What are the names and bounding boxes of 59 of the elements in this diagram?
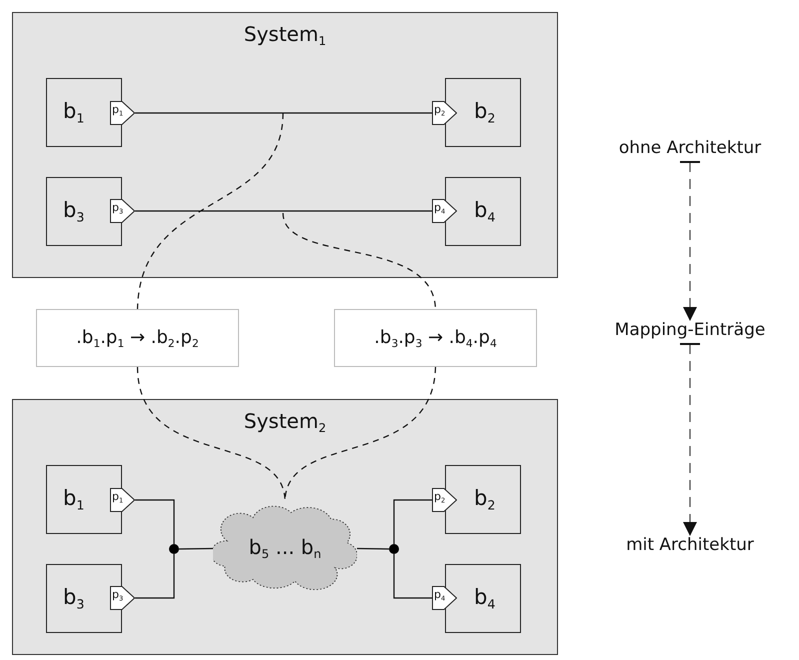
connector-line — [135, 112, 432, 114]
connector-line — [135, 499, 175, 544]
block-box — [46, 177, 122, 246]
cloud-label: b$_{5}$ ... b$_{n}$ — [248, 535, 322, 562]
block-box — [445, 564, 521, 633]
port-label: p$_{2}$ — [434, 490, 446, 504]
port-label: p$_{1}$ — [112, 490, 124, 504]
port-label: p$_{3}$ — [112, 201, 124, 216]
block-label: b$_{3}$ — [63, 198, 84, 224]
connector-line — [356, 548, 390, 550]
dashed-connector — [282, 212, 436, 310]
block-box — [46, 465, 122, 534]
system-title: System$_{1}$ — [242, 22, 328, 48]
junction-dot — [169, 544, 179, 554]
block-box — [445, 177, 521, 246]
block-label: b$_{1}$ — [63, 486, 84, 512]
connector-line — [179, 548, 213, 550]
block-label: b$_{2}$ — [474, 486, 496, 512]
stage-label: Mapping-Einträge — [600, 320, 780, 344]
connector-line — [135, 210, 432, 212]
junction-dot — [389, 544, 399, 554]
port-label: p$_{1}$ — [112, 103, 124, 118]
mapping-entry-box — [334, 309, 537, 367]
port-pentagon — [110, 586, 135, 610]
connector-line — [135, 554, 175, 599]
port-pentagon — [110, 199, 135, 223]
port-label: p$_{3}$ — [112, 588, 124, 602]
block-box — [445, 78, 521, 147]
connector-line — [393, 499, 432, 544]
port-label: p$_{2}$ — [434, 103, 446, 118]
block-label: b$_{4}$ — [474, 198, 496, 224]
block-label: b$_{3}$ — [63, 585, 84, 612]
connector-line — [393, 554, 432, 599]
block-label: b$_{4}$ — [474, 585, 496, 612]
port-pentagon — [432, 199, 457, 223]
port-pentagon — [432, 586, 457, 610]
system-container — [12, 12, 558, 278]
stage-label: mit Architektur — [610, 535, 770, 559]
block-label: b$_{1}$ — [63, 99, 84, 126]
system-container — [12, 399, 558, 655]
system-title: System$_{2}$ — [242, 409, 328, 436]
mapping-entry-box — [36, 309, 239, 367]
mapping-entry-text: .b$_{3}$.p$_{3}$ → .b$_{4}$.p$_{4}$ — [374, 326, 497, 350]
dashed-connector — [679, 161, 701, 321]
block-box — [46, 564, 122, 633]
port-pentagon — [110, 488, 135, 512]
port-pentagon — [110, 101, 135, 125]
port-pentagon — [432, 488, 457, 512]
port-pentagon — [432, 101, 457, 125]
block-box — [445, 465, 521, 534]
mapping-entry-text: .b$_{1}$.p$_{1}$ → .b$_{2}$.p$_{2}$ — [76, 326, 199, 350]
port-label: p$_{4}$ — [434, 588, 446, 602]
port-label: p$_{4}$ — [434, 201, 446, 216]
block-label: b$_{2}$ — [474, 99, 496, 126]
dashed-connector — [136, 112, 284, 310]
block-box — [46, 78, 122, 147]
dashed-connector — [136, 366, 286, 500]
stage-label: ohne Architektur — [610, 138, 770, 162]
dashed-connector — [679, 343, 701, 536]
